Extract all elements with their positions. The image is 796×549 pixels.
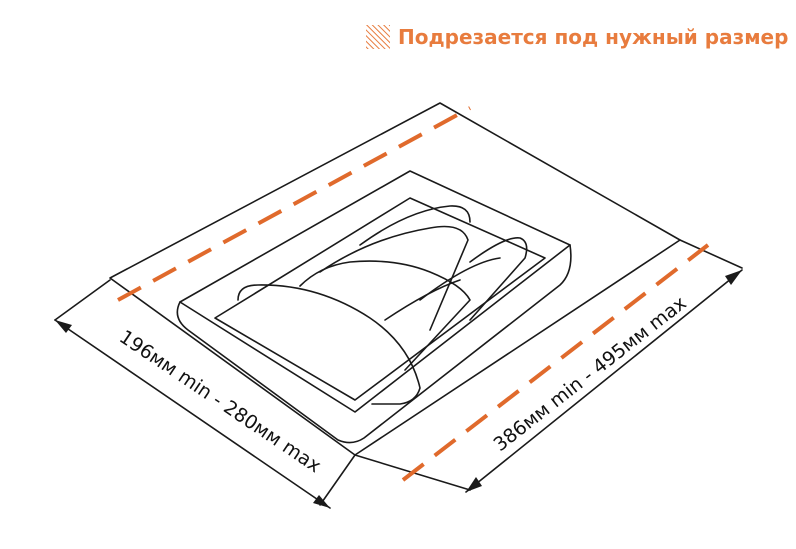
arrow-head [725,270,742,285]
legend: Подрезается под нужный размер [366,22,788,52]
tray-outer-sheet [109,102,681,456]
tray-front-ridge [237,284,421,405]
depth-dimension-line [465,269,743,493]
tray-inner-recess [214,197,546,401]
arrow-head [313,495,330,508]
tray-rim [179,170,571,413]
arrow-head [466,477,482,492]
extension-line [679,239,743,269]
tray-ridge-4 [469,237,528,321]
tray-ridge-5 [419,257,501,301]
diagonal-hatch-icon [366,25,390,49]
arrow-head [55,320,72,333]
cut-line-right [401,243,710,482]
width-dimension-line [54,319,331,509]
cut-line-top [117,106,471,302]
tray-ridge-6 [384,279,461,321]
legend-label: Подрезается под нужный размер [398,25,789,49]
extension-line [319,454,356,506]
tray-ridge-2 [319,225,469,331]
tray-ridge-3 [359,205,471,246]
tray-front-wall [176,244,572,444]
tray-ridge-1 [299,260,471,371]
extension-line [54,279,111,321]
width-dimension-label: 196мм min - 280мм max [115,326,325,477]
